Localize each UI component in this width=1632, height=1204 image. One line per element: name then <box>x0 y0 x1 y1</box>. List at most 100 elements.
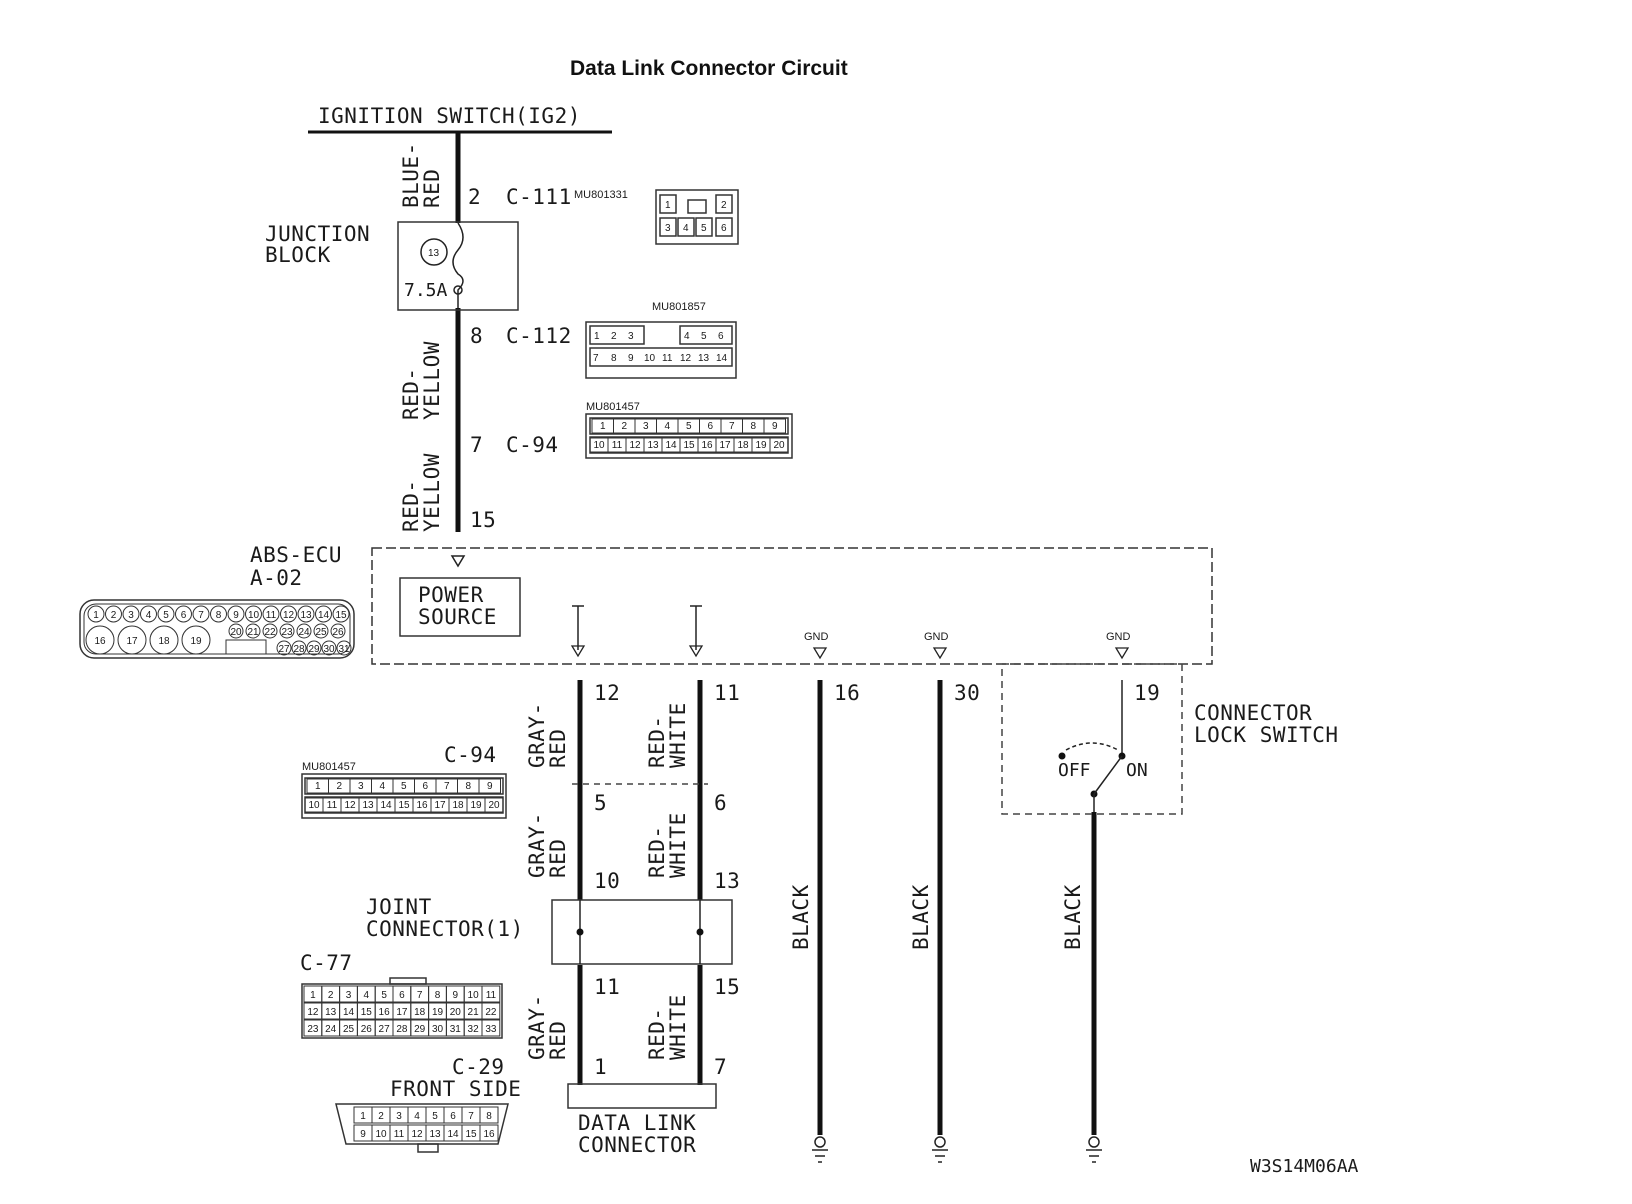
c112-connector-face: 1 2 3 4 5 6 7 8 9 10 11 12 13 14 <box>585 321 737 379</box>
connector-c94-top: C-94 <box>506 433 559 457</box>
abs-pin-mid-circle <box>296 623 312 639</box>
ignition-switch-label: IGNITION SWITCH(IG2) <box>318 104 581 128</box>
abs-pin-bottom-label: 29 <box>308 644 320 655</box>
abs-pin-bottom-label: 27 <box>278 644 290 655</box>
abs-pin-circle <box>157 605 175 623</box>
abs-pin-circle <box>227 605 245 623</box>
c94-bottom-row2-cell <box>484 797 504 813</box>
abs-pin-big-label: 18 <box>158 636 170 647</box>
svg-text:2: 2 <box>611 331 617 342</box>
c29-row2-pin-label: 12 <box>411 1129 423 1140</box>
svg-text:9: 9 <box>628 353 634 364</box>
abs-pin-label: 4 <box>146 610 152 621</box>
c77-row2-pin-label: 16 <box>379 1007 391 1018</box>
front-side-label: FRONT SIDE <box>390 1077 521 1101</box>
connector-c77: C-77 <box>300 951 353 975</box>
pin-11: 11 <box>714 681 740 705</box>
ground-symbol <box>934 1136 946 1148</box>
abs-pin-big-circle <box>85 625 115 655</box>
svg-text:6: 6 <box>718 331 724 342</box>
wire-color-black-2: BLACK <box>909 884 933 950</box>
c94-top-row1-pin-label: 6 <box>707 421 713 432</box>
abs-pin-circle <box>87 605 105 623</box>
diagram-title: Data Link Connector Circuit <box>570 57 848 80</box>
c94-top-row2-pin-label: 20 <box>773 440 785 451</box>
abs-pin-label: 15 <box>335 610 347 621</box>
c77-row1-pin-label: 5 <box>381 990 387 1001</box>
abs-pin-mid-label: 23 <box>281 627 293 638</box>
pin-19: 19 <box>1134 681 1160 705</box>
wire-color-red-5: RED <box>546 1021 570 1060</box>
c29-row2-pin-label: 9 <box>360 1129 366 1140</box>
wire-c94-color-yellow: YELLOW <box>420 453 444 532</box>
svg-text:14: 14 <box>716 353 728 364</box>
abs-pin-label: 6 <box>181 610 187 621</box>
svg-text:3: 3 <box>665 223 671 234</box>
c94-bottom-row1-pin-label: 2 <box>336 781 342 792</box>
abs-pin-circle <box>245 605 262 623</box>
ecu-arrows <box>570 605 704 658</box>
abs-pin-label: 11 <box>266 610 277 621</box>
pin-15-b: 15 <box>714 975 740 999</box>
abs-pin-mid-label: 22 <box>264 627 276 638</box>
c29-row2-cell <box>479 1124 499 1142</box>
abs-pin-label: 1 <box>93 610 99 621</box>
c94-bottom-row2-pin-label: 19 <box>470 800 482 811</box>
c29-row1-pin-label: 3 <box>396 1111 402 1122</box>
c77-row2-pin-label: 19 <box>432 1007 444 1018</box>
abs-pin-circle <box>192 605 210 623</box>
c94-bottom-row1-cell <box>478 778 501 794</box>
c94-top-row1-cell <box>763 418 786 434</box>
c77-row2-pin-label: 18 <box>414 1007 426 1018</box>
c94-top-row2-pin-label: 15 <box>683 440 695 451</box>
c77-row2-cell <box>481 1002 501 1020</box>
c29-connector-face <box>335 1103 509 1153</box>
svg-text:7: 7 <box>593 353 599 364</box>
c77-row3-cell <box>481 1019 501 1037</box>
data-link-connector-box <box>567 1083 717 1109</box>
svg-text:10: 10 <box>644 353 656 364</box>
c29-row2-pin-label: 16 <box>483 1129 495 1140</box>
pin-6: 6 <box>714 791 727 815</box>
c77-row2-pin-label: 21 <box>468 1007 480 1018</box>
c77-row3-pin-label: 31 <box>450 1024 462 1035</box>
abs-pin-label: 3 <box>128 610 134 621</box>
svg-text:5: 5 <box>701 223 707 234</box>
c94-top-row2-pin-label: 10 <box>593 440 605 451</box>
svg-text:1: 1 <box>594 331 600 342</box>
abs-ecu-connector-label: A-02 <box>250 566 303 590</box>
fuse-number: 13 <box>428 248 440 259</box>
wire-color-white-3: WHITE <box>666 994 690 1060</box>
wire-color-red-1: RED <box>546 729 570 768</box>
wire-color-white-2: WHITE <box>666 812 690 878</box>
c29-row1-cell <box>479 1106 499 1124</box>
c29-row1-pin-label: 2 <box>378 1111 384 1122</box>
pin-11-b: 11 <box>594 975 620 999</box>
junction-block-box <box>397 221 519 311</box>
figure-code: W3S14M06AA <box>1250 1156 1359 1177</box>
c94-top-row1-pin-label: 9 <box>772 421 778 432</box>
abs-pin-mid-circle <box>279 623 295 639</box>
junction-label-2: BLOCK <box>265 243 331 267</box>
c29-row1-pin-label: 1 <box>360 1111 366 1122</box>
abs-pin-mid-label: 25 <box>315 627 327 638</box>
c77-row3-pin-label: 29 <box>414 1024 426 1035</box>
abs-pin-circle <box>210 605 227 623</box>
c29-row2-pin-label: 11 <box>394 1129 405 1140</box>
pin-1-dlc: 1 <box>594 1055 607 1079</box>
svg-text:11: 11 <box>662 353 673 364</box>
wire-color-red: RED <box>420 169 444 208</box>
abs-pin-bottom-circle <box>306 640 322 656</box>
lock-switch-label-1: CONNECTOR <box>1194 701 1312 725</box>
c94-top-row2-cell <box>769 437 789 453</box>
abs-pin-circle <box>315 605 332 623</box>
pin-16: 16 <box>834 681 860 705</box>
pin-7: 7 <box>470 433 483 457</box>
c77-row1-pin-label: 11 <box>486 990 497 1001</box>
wire-color-red-6: RED- <box>645 1007 669 1060</box>
wire-color-gray-3: GRAY- <box>525 994 549 1060</box>
abs-pin-label: 10 <box>248 610 260 621</box>
c77-row1-pin-label: 9 <box>453 990 459 1001</box>
